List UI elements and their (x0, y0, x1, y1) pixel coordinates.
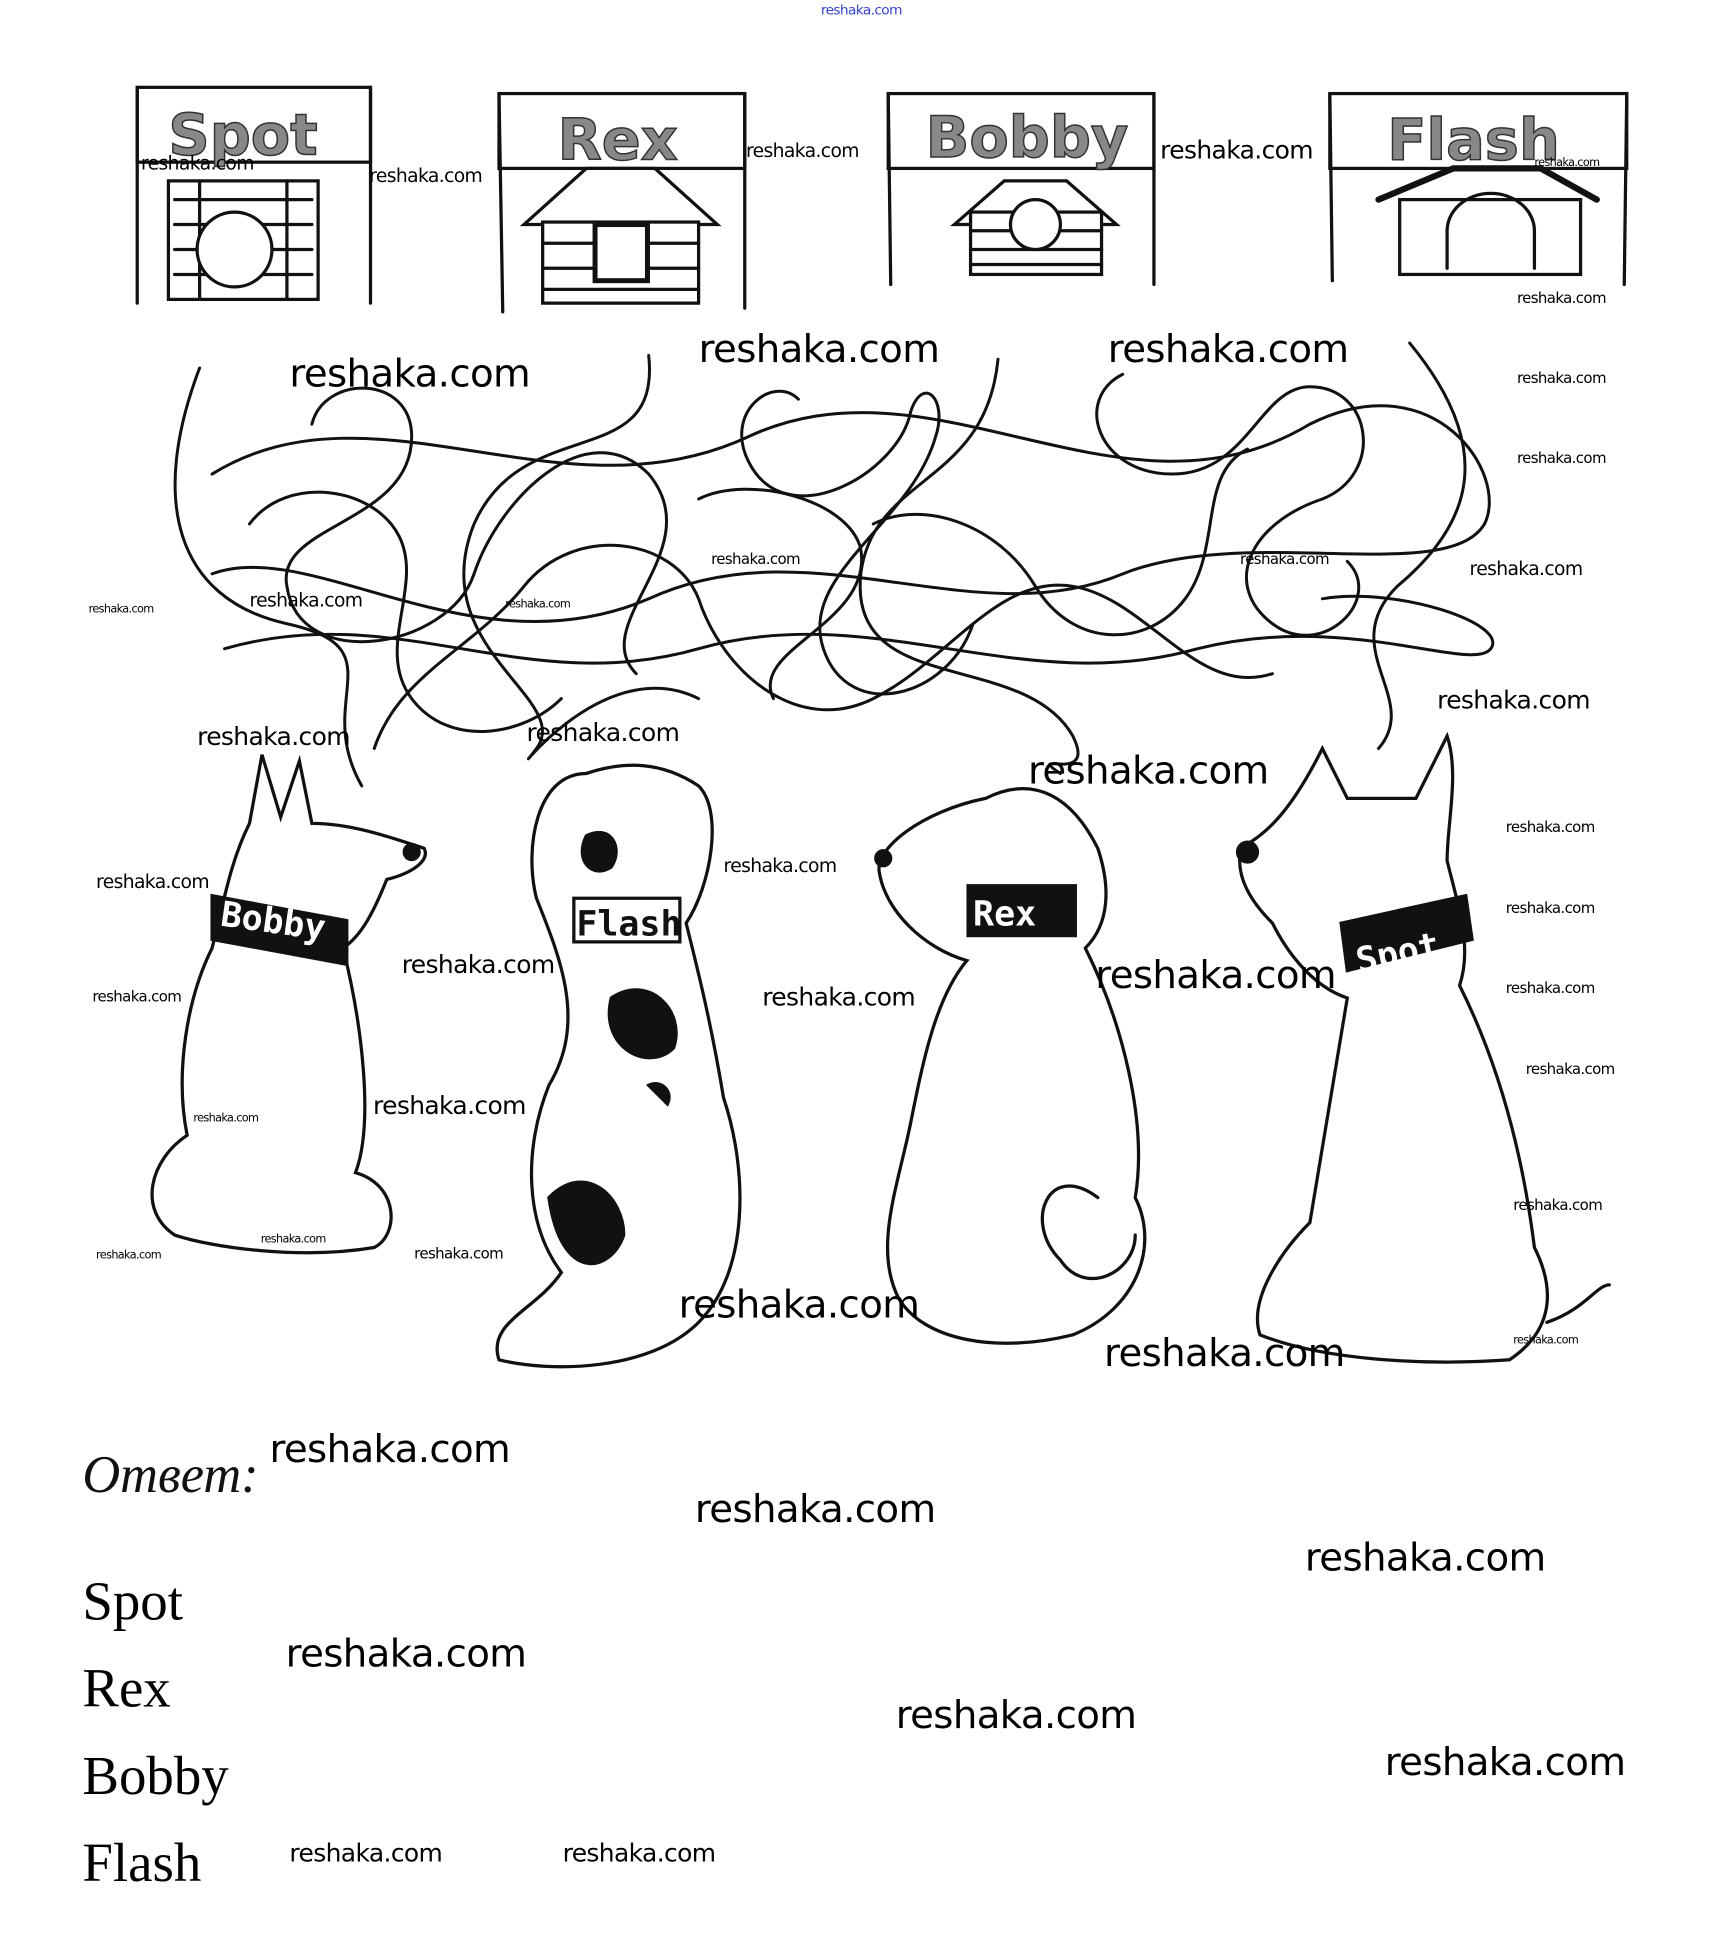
watermark: reshaka.com (1469, 557, 1584, 581)
watermark: reshaka.com (1516, 289, 1607, 307)
watermark: reshaka.com (1104, 1331, 1345, 1376)
dog-collar-flash: Flash (576, 905, 681, 945)
tangled-lines (173, 341, 1495, 788)
answer-item: Bobby (82, 1745, 229, 1807)
watermark: reshaka.com (1095, 953, 1336, 998)
watermark: reshaka.com (96, 870, 210, 894)
watermark: reshaka.com (1027, 748, 1269, 794)
house-sign-rex: Rex (558, 107, 678, 174)
watermark: reshaka.com (562, 1837, 716, 1868)
watermark: reshaka.com (1516, 369, 1607, 387)
watermark: reshaka.com (678, 1282, 920, 1328)
house-spot: Spot (135, 85, 373, 305)
watermark: reshaka.com (140, 152, 255, 175)
watermark: reshaka.com (373, 1090, 526, 1121)
answer-item: Flash (82, 1832, 202, 1894)
watermark: reshaka.com (698, 326, 940, 372)
house-sign-spot: Spot (168, 102, 317, 169)
watermark: reshaka.com (289, 351, 531, 397)
watermark: reshaka.com (895, 1692, 1137, 1738)
house-rex: Rex (497, 91, 747, 314)
watermark: reshaka.com (1384, 1740, 1626, 1786)
watermark: reshaka.com (746, 139, 860, 163)
watermark: reshaka.com (197, 721, 350, 751)
watermark: reshaka.com (369, 164, 483, 188)
answer-item: Rex (82, 1657, 171, 1720)
dog-bobby: Bobby (150, 754, 427, 1255)
watermark: reshaka.com (289, 1837, 443, 1868)
watermark: reshaka.com (249, 588, 363, 612)
watermark: reshaka.com (1513, 1334, 1579, 1348)
watermark: reshaka.com (96, 1249, 162, 1263)
watermark: reshaka.com (269, 1427, 511, 1473)
watermark: reshaka.com (762, 981, 916, 1012)
dog-rex: Rex (874, 787, 1147, 1345)
house-sign-flash: Flash (1387, 107, 1560, 174)
watermark: reshaka.com (414, 1245, 504, 1263)
dog-flash: Flash (495, 763, 742, 1369)
watermark: reshaka.com (1505, 899, 1596, 917)
watermark: reshaka.com (193, 1112, 259, 1126)
watermark: reshaka.com (1160, 134, 1313, 165)
watermark: reshaka.com (1516, 449, 1607, 467)
watermark: reshaka.com (526, 717, 680, 748)
watermark: reshaka.com (1240, 550, 1330, 568)
house-bobby: Bobby (886, 91, 1156, 287)
watermark: reshaka.com (711, 550, 801, 568)
watermark: reshaka.com (88, 603, 155, 617)
watermark: reshaka.com (1107, 326, 1349, 372)
house-flash: Flash (1328, 91, 1629, 287)
watermark: reshaka.com (1505, 979, 1596, 997)
watermark: reshaka.com (285, 1631, 527, 1677)
watermark: reshaka.com (1534, 157, 1600, 170)
watermark: reshaka.com (1437, 684, 1590, 715)
answer-item: Spot (82, 1570, 184, 1632)
watermark: reshaka.com (1513, 1196, 1603, 1214)
watermark: reshaka.com (820, 1, 903, 19)
dog-spot: Spot (1235, 731, 1611, 1364)
dog-collar-rex: Rex (973, 895, 1036, 935)
watermark: reshaka.com (1505, 818, 1596, 836)
watermark: reshaka.com (694, 1487, 936, 1532)
watermark: reshaka.com (92, 988, 182, 1006)
house-sign-bobby: Bobby (926, 104, 1129, 171)
watermark: reshaka.com (1525, 1060, 1616, 1078)
watermark: reshaka.com (260, 1233, 327, 1247)
watermark: reshaka.com (505, 598, 571, 612)
watermark: reshaka.com (1304, 1535, 1546, 1581)
watermark: reshaka.com (401, 949, 555, 980)
answer-title: Ответ: (82, 1447, 259, 1505)
watermark: reshaka.com (723, 854, 838, 877)
